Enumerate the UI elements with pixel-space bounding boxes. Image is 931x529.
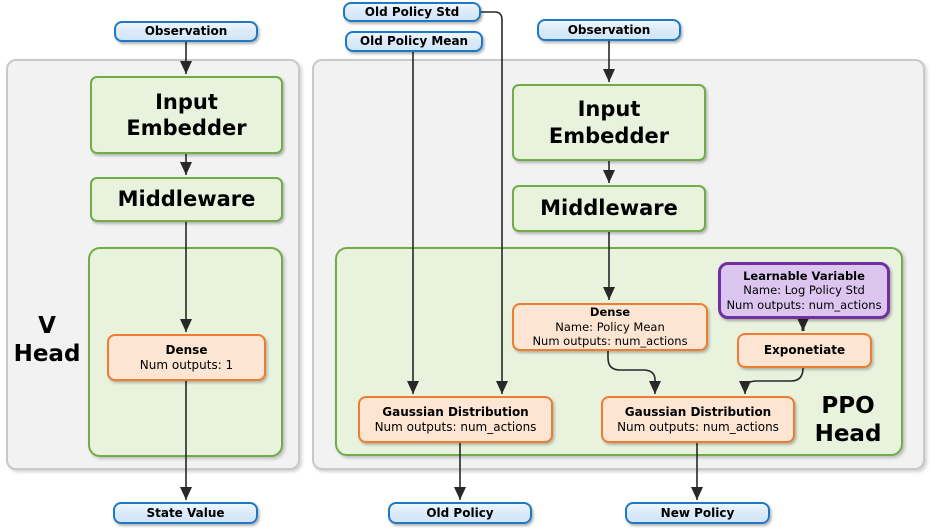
node-gaussian-old-outputs: Num outputs: num_actions <box>374 419 537 434</box>
node-input-embedder-ppo-label: Input Embedder <box>548 97 670 148</box>
node-gaussian-distribution-new: Gaussian Distribution Num outputs: num_a… <box>601 396 795 443</box>
node-input-embedder-v: Input Embedder <box>90 76 283 154</box>
v-head-label-line2: Head <box>13 341 81 367</box>
node-middleware-ppo-label: Middleware <box>540 196 678 221</box>
node-middleware-v: Middleware <box>90 177 283 222</box>
node-learnable-variable: Learnable Variable Name: Log Policy Std … <box>718 262 890 319</box>
node-observation-ppo-label: Observation <box>567 22 651 37</box>
node-gaussian-old-title: Gaussian Distribution <box>382 404 529 419</box>
node-gaussian-new-outputs: Num outputs: num_actions <box>617 419 779 434</box>
node-exponetiate-label: Exponetiate <box>763 343 846 357</box>
node-observation-v: Observation <box>114 21 258 42</box>
node-old-policy-output: Old Policy <box>388 502 532 524</box>
node-middleware-ppo: Middleware <box>512 185 706 232</box>
v-head-label-line1: V <box>38 313 56 339</box>
node-gaussian-new-title: Gaussian Distribution <box>624 404 772 419</box>
node-gaussian-distribution-old: Gaussian Distribution Num outputs: num_a… <box>358 396 553 443</box>
ppo-head-label: PPO Head <box>797 392 899 448</box>
node-state-value-label: State Value <box>146 505 225 520</box>
node-learnable-variable-title: Learnable Variable <box>743 268 865 283</box>
node-dense-ppo-outputs: Num outputs: num_actions <box>532 334 688 349</box>
node-dense-v-outputs: Num outputs: 1 <box>139 357 234 372</box>
node-observation-v-label: Observation <box>144 24 228 38</box>
node-old-policy-mean: Old Policy Mean <box>345 31 483 52</box>
node-learnable-variable-outputs: Num outputs: num_actions <box>726 297 882 312</box>
node-dense-v-title: Dense <box>165 342 208 357</box>
ppo-head-label-line1: PPO <box>821 393 875 419</box>
node-observation-ppo: Observation <box>537 19 681 41</box>
v-head-label: V Head <box>8 312 86 368</box>
node-old-policy-mean-label: Old Policy Mean <box>359 34 469 48</box>
node-dense-ppo-title: Dense <box>589 305 631 320</box>
node-middleware-v-label: Middleware <box>117 187 256 212</box>
node-new-policy-output-label: New Policy <box>660 505 735 520</box>
node-input-embedder-ppo: Input Embedder <box>512 84 706 161</box>
node-new-policy-output: New Policy <box>625 502 770 524</box>
node-old-policy-output-label: Old Policy <box>426 505 494 520</box>
node-input-embedder-v-label: Input Embedder <box>126 89 247 140</box>
node-exponetiate: Exponetiate <box>737 333 872 368</box>
node-old-policy-std-label: Old Policy Std <box>364 4 460 19</box>
node-dense-ppo-name: Name: Policy Mean <box>555 319 665 334</box>
node-old-policy-std: Old Policy Std <box>343 2 481 22</box>
ppo-head-label-line2: Head <box>814 421 882 447</box>
node-dense-v: Dense Num outputs: 1 <box>107 334 266 381</box>
node-state-value: State Value <box>113 502 258 524</box>
node-dense-ppo: Dense Name: Policy Mean Num outputs: num… <box>512 303 708 351</box>
node-learnable-variable-name: Name: Log Policy Std <box>743 283 865 298</box>
